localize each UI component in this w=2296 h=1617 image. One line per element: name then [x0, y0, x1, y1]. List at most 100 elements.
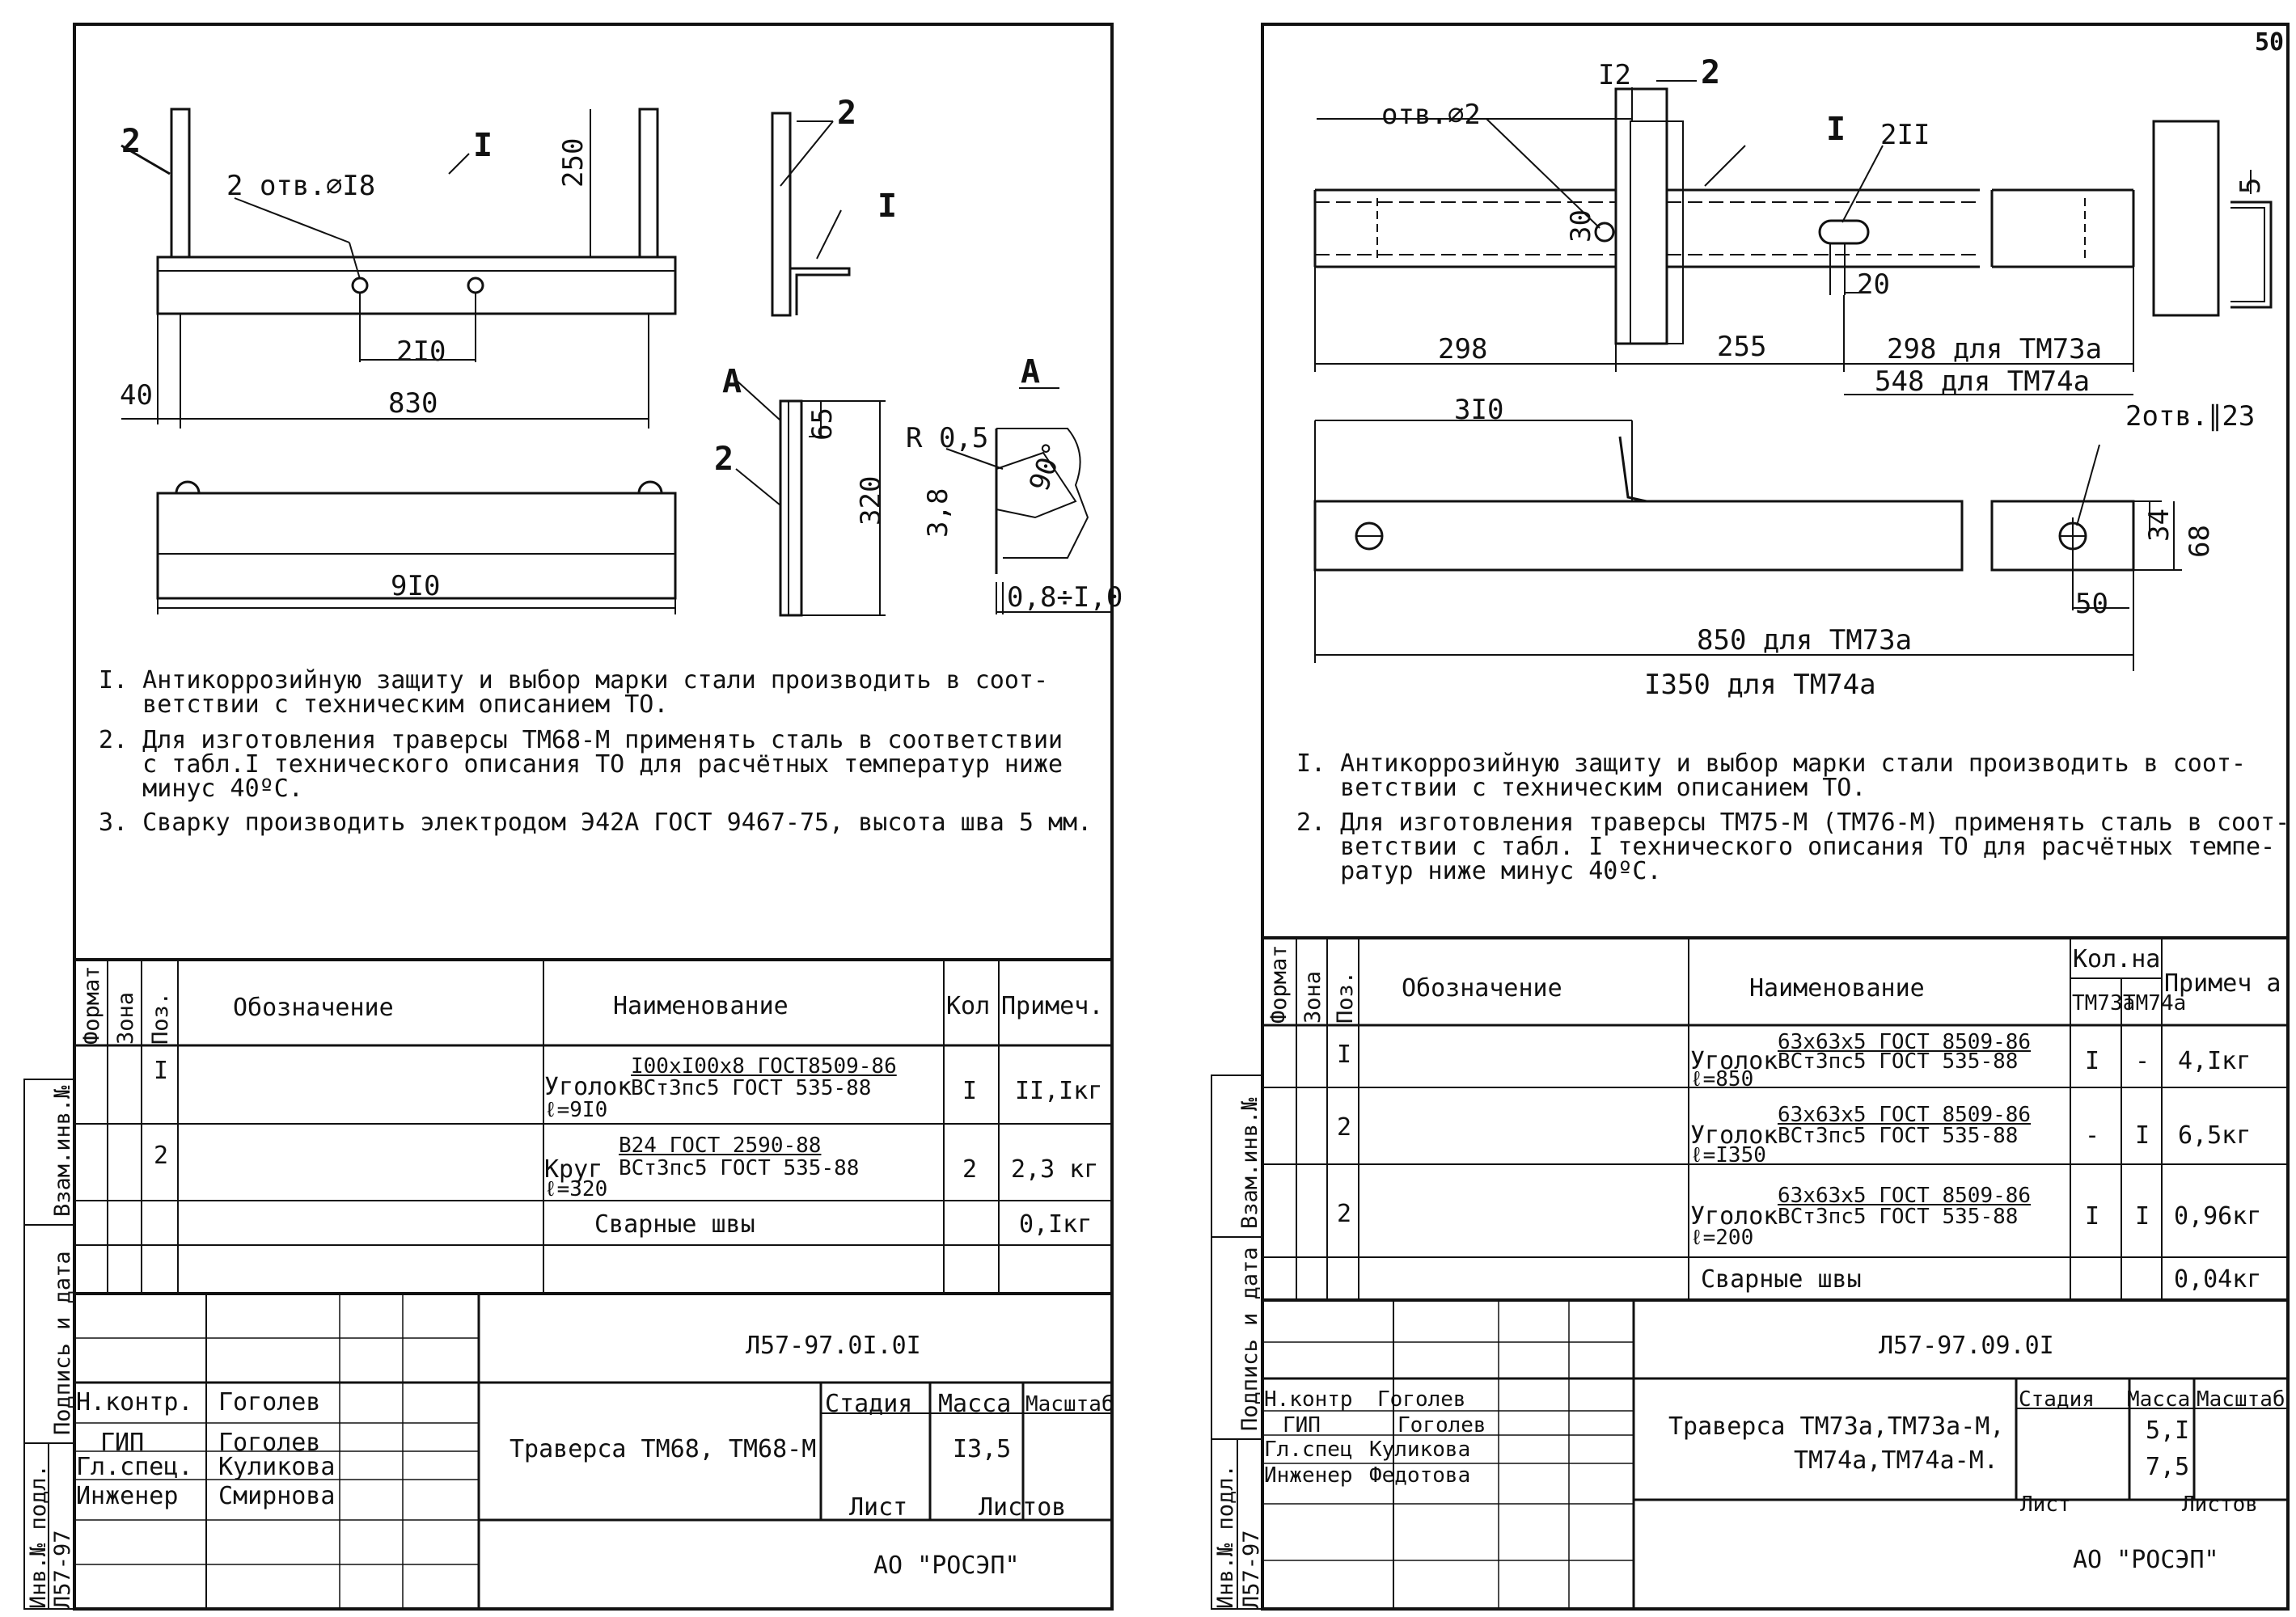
left-row1-pos: I — [154, 1057, 169, 1085]
right-dim-298-tm73: 298 для ТМ73а — [1887, 333, 2103, 365]
right-row2-qty-a: - — [2085, 1121, 2100, 1150]
right-role-1: ГИП — [1283, 1413, 1321, 1438]
left-name-3: Смирнова — [218, 1482, 336, 1510]
left-note-2: 2. Для изготовления траверсы ТМ68-М прим… — [99, 726, 1063, 803]
left-dim-250: 250 — [557, 137, 590, 188]
right-stamp-title-2: ТМ74а,ТМ74а-М. — [1794, 1446, 1998, 1475]
page-number: 50 — [2255, 28, 2285, 57]
right-holes23-label: 2отв.∥23 — [2125, 400, 2256, 433]
right-row2-qty-b: I — [2135, 1121, 2150, 1150]
right-side-vzam: Взам.инв.№ — [1237, 1097, 1262, 1229]
drawing-sheet-left: 2 I 2 отв.∅I8 250 2I0 40 830 9I0 2 I A 2… — [23, 23, 1123, 1611]
drawing-sheet-right: 50 отв.∅2 I2 2 I 2II 30 20 5 298 255 298… — [1179, 0, 2296, 1617]
right-doc-code: Л57-97.09.0I — [1879, 1332, 2054, 1360]
right-row1-qty-a: I — [2085, 1047, 2100, 1075]
left-doc-code: Л57-97.0I.0I — [746, 1332, 921, 1360]
left-col-format: Формат — [79, 965, 104, 1045]
left-row2-length: ℓ=320 — [544, 1177, 608, 1201]
right-dim-850: 850 для ТМ73а — [1697, 624, 1913, 657]
left-row1-name-top: I00xI00x8 ГОСТ8509-86 — [631, 1054, 897, 1079]
right-row3-name-top: 63x63x5 ГОСТ 8509-86 — [1778, 1184, 2032, 1208]
left-mass-label: Масса — [938, 1390, 1012, 1418]
left-note-1: I. Антикоррозийную защиту и выбор марки … — [99, 666, 1048, 719]
left-col-qty: Кол — [946, 992, 991, 1020]
right-row2-note: 6,5кг — [2178, 1121, 2252, 1150]
right-stamp-title-1: Траверса ТМ73а,ТМ73а-М, — [1668, 1412, 2005, 1441]
left-stamp-title: Траверса ТМ68, ТМ68-М — [510, 1435, 817, 1463]
right-pos2ii-label: 2II — [1880, 119, 1930, 151]
right-row2-name-pre: Уголок — [1690, 1121, 1778, 1150]
right-mass-2: 7,5 — [2146, 1453, 2190, 1481]
right-drawing-graphics — [1211, 23, 2290, 1611]
left-row2-name-top: В24 ГОСТ 2590-88 — [619, 1134, 822, 1158]
right-holes22-label: отв.∅2 — [1381, 99, 1481, 131]
right-mass-label: Масса — [2127, 1387, 2191, 1412]
right-dim-5: 5 — [2235, 177, 2267, 194]
left-scale-label: Масштаб — [1025, 1392, 1114, 1416]
right-note-2: 2. Для изготовления траверсы ТМ75-М (ТМ7… — [1296, 808, 2290, 885]
left-col-zone: Зона — [113, 991, 138, 1045]
right-dim-310: 3I0 — [1454, 394, 1504, 426]
left-pos-2-label: 2 — [121, 123, 142, 160]
right-sheets-label: Листов — [2182, 1492, 2258, 1517]
left-side-sign: Подпись и дата — [50, 1251, 75, 1435]
right-dim-1350: I350 для ТМ74а — [1644, 669, 1876, 701]
right-row4-name: Сварные швы — [1701, 1265, 1862, 1294]
left-side-pos-2-label: 2 — [837, 95, 857, 132]
left-row2-name-bot: ВСт3пс5 ГОСТ 535-88 — [619, 1156, 860, 1180]
right-row1-length: ℓ=850 — [1690, 1067, 1754, 1091]
right-dim-68: 68 — [2184, 525, 2216, 558]
right-col-pos: Поз. — [1333, 970, 1358, 1024]
right-name-3: Федотова — [1369, 1463, 1471, 1488]
right-row2-name-top: 63x63x5 ГОСТ 8509-86 — [1778, 1103, 2032, 1127]
left-gap-label: 0,8÷I,0 — [1007, 581, 1123, 614]
right-scale-label: Масштаб — [2197, 1387, 2285, 1412]
left-row2-pos: 2 — [154, 1142, 169, 1170]
right-side-sign: Подпись и дата — [1237, 1247, 1262, 1431]
left-row1-name-pre: Уголок — [544, 1073, 632, 1101]
left-col-designation: Обозначение — [233, 994, 394, 1022]
right-row1-name-top: 63x63x5 ГОСТ 8509-86 — [1778, 1030, 2032, 1054]
left-side-inv: Инв.№ подл. — [26, 1464, 51, 1609]
left-stage-label: Стадия — [825, 1390, 913, 1418]
right-row3-qty-b: I — [2135, 1202, 2150, 1231]
left-name-0: Гоголев — [218, 1388, 321, 1416]
right-name-0: Гоголев — [1377, 1387, 1466, 1412]
left-rod-pos-2-label: 2 — [714, 441, 734, 478]
right-col-name: Наименование — [1749, 974, 1925, 1003]
left-side-pos-1-label: I — [877, 188, 898, 225]
right-sheet-label: Лист — [2020, 1492, 2071, 1517]
right-name-1: Гоголев — [1397, 1413, 1486, 1438]
right-row2-name-bot: ВСт3пс5 ГОСТ 535-88 — [1778, 1124, 2019, 1148]
right-row1-pos: I — [1337, 1041, 1352, 1069]
right-pos12-label: I2 — [1598, 59, 1631, 91]
right-col-qty-b: ТМ74а — [2123, 991, 2187, 1015]
right-stage-label: Стадия — [2019, 1387, 2095, 1412]
left-drawing-graphics — [23, 23, 1114, 1611]
left-role-2: Гл.спец. — [76, 1453, 193, 1481]
right-row3-length: ℓ=200 — [1690, 1226, 1754, 1250]
right-col-zone: Зона — [1300, 970, 1326, 1024]
left-name-1: Гоголев — [218, 1429, 321, 1457]
left-row1-note: II,Iкг — [1015, 1077, 1103, 1105]
right-dim-298: 298 — [1438, 333, 1488, 365]
left-dim-3-8: 3,8 — [922, 488, 954, 538]
left-row1-name-bot: ВСт3пс5 ГОСТ 535-88 — [631, 1076, 872, 1100]
left-sheets-label: Листов — [979, 1493, 1067, 1522]
right-row3-qty-a: I — [2085, 1202, 2100, 1231]
left-sheet-label: Лист — [849, 1493, 908, 1522]
left-detail-a-title: A — [1021, 353, 1041, 391]
right-side-code: Л57-97 — [1239, 1530, 1264, 1609]
right-side-inv: Инв.№ подл. — [1213, 1464, 1238, 1609]
left-view-a-mark: A — [722, 363, 742, 400]
right-row1-name-bot: ВСт3пс5 ГОСТ 535-88 — [1778, 1049, 2019, 1074]
left-col-note: Примеч. — [1001, 992, 1104, 1020]
right-dim-50: 50 — [2075, 588, 2108, 620]
left-side-vzam: Взам.инв.№ — [50, 1085, 75, 1217]
right-role-0: Н.контр — [1264, 1387, 1353, 1412]
right-dim-255: 255 — [1717, 331, 1767, 363]
right-row1-note: 4,Iкг — [2178, 1047, 2252, 1075]
right-row1-name-pre: Уголок — [1690, 1047, 1778, 1075]
left-role-1: ГИП — [100, 1429, 145, 1457]
left-role-3: Инженер — [76, 1482, 179, 1510]
